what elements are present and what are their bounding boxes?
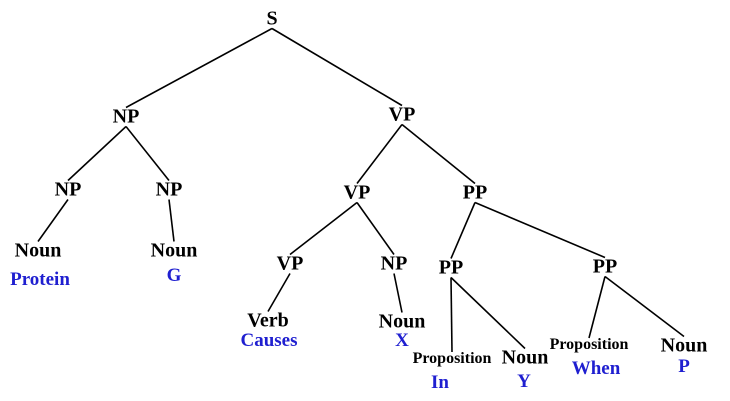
node-vp: VP xyxy=(388,103,416,126)
node-pp: PP xyxy=(438,256,464,279)
edge-np2-noun1 xyxy=(37,199,69,242)
edge-np1-np2 xyxy=(67,125,127,182)
edge-pp2-noun4 xyxy=(450,276,526,350)
node-pp: PP xyxy=(592,255,618,278)
node-noun: Noun xyxy=(150,239,198,262)
node-np: NP xyxy=(380,252,408,275)
node-np: NP xyxy=(155,178,183,201)
edge-s-np1 xyxy=(125,27,273,109)
edge-vp2-np4 xyxy=(356,202,395,255)
node-proposition: Proposition xyxy=(412,350,492,367)
edge-vp1-vp2 xyxy=(356,124,403,184)
node-s: S xyxy=(266,7,278,30)
node-verb: Verb xyxy=(247,309,289,332)
word-p: P xyxy=(678,356,690,377)
word-x: X xyxy=(395,330,409,351)
word-protein: Protein xyxy=(10,269,70,290)
edge-vp3-verb1 xyxy=(267,273,291,312)
edge-pp2-prop1 xyxy=(450,277,453,353)
edge-np3-noun2 xyxy=(168,199,175,242)
node-np: NP xyxy=(112,105,140,128)
word-y: Y xyxy=(517,371,531,392)
edge-pp1-pp3 xyxy=(474,201,606,259)
word-when: When xyxy=(571,358,621,379)
edge-np4-noun3 xyxy=(393,273,403,313)
edge-pp1-pp2 xyxy=(450,202,476,259)
node-noun: Noun xyxy=(501,346,549,369)
node-noun: Noun xyxy=(660,334,708,357)
node-vp: VP xyxy=(276,252,304,275)
edge-np1-np3 xyxy=(125,126,170,181)
edge-s-vp1 xyxy=(271,27,403,107)
word-causes: Causes xyxy=(240,330,298,351)
edge-vp2-vp3 xyxy=(289,201,358,256)
node-np: NP xyxy=(54,178,82,201)
node-vp: VP xyxy=(343,181,371,204)
node-pp: PP xyxy=(462,181,488,204)
word-g: G xyxy=(166,265,182,286)
edge-pp3-prop2 xyxy=(588,276,606,339)
node-noun: Noun xyxy=(378,310,426,333)
node-noun: Noun xyxy=(14,239,62,262)
word-in: In xyxy=(431,372,449,393)
edge-vp1-pp1 xyxy=(401,123,476,185)
edge-pp3-noun5 xyxy=(604,275,685,338)
node-proposition: Proposition xyxy=(549,336,629,353)
